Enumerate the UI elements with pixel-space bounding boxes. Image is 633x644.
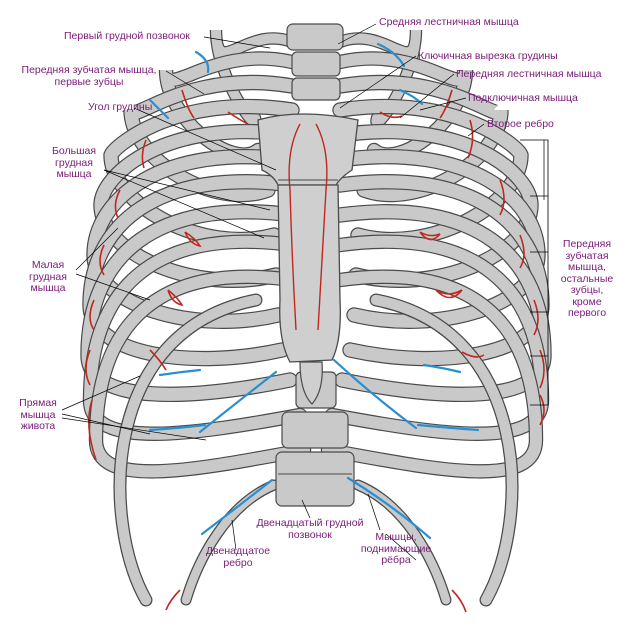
label-serratus-rest: Передняя зубчатая мышца, остальные зубцы… [560, 238, 614, 319]
red-attachment-18 [435, 289, 463, 299]
label-anterior-scalene: Передняя лестничная мышца [456, 68, 602, 80]
leader-line-18 [231, 519, 237, 551]
red-attachment-9 [89, 299, 95, 331]
leader-line-15 [61, 413, 151, 435]
red-attachment-2 [439, 89, 453, 119]
leader-line-19 [367, 493, 381, 531]
leader-line-17 [301, 499, 311, 519]
blue-attachment-11 [200, 478, 274, 536]
blue-attachment-7 [148, 423, 207, 432]
label-sternal-angle: Угол грудины [88, 101, 153, 113]
blue-attachment-9 [198, 370, 278, 434]
leader-line-4 [165, 70, 205, 95]
red-attachment-10 [533, 299, 539, 336]
leader-line-3 [339, 55, 417, 109]
label-middle-scalene: Средняя лестничная мышца [379, 16, 519, 28]
red-attachment-20 [461, 351, 485, 358]
rib-4-left [333, 100, 528, 246]
leader-line-7 [133, 107, 277, 171]
manubrium [257, 113, 359, 186]
leader-line-6 [419, 97, 467, 111]
rib-12-right [181, 480, 279, 605]
leader-line-2 [337, 23, 377, 45]
leader-line-9 [103, 169, 271, 211]
vertebra-1 [286, 23, 344, 51]
label-pectoralis-major: Большая грудная мышца [51, 145, 97, 180]
rib-11-left [370, 294, 518, 606]
leader-line-20 [385, 533, 417, 561]
red-attachment-1 [181, 89, 195, 119]
leader-line-8 [467, 123, 485, 137]
blue-attachment-1 [194, 50, 210, 74]
label-twelfth-rib: Двенадцатое ребро [205, 545, 271, 569]
blue-attachment-2 [376, 42, 406, 68]
rib-12-right-outline [180, 479, 280, 606]
sternal-body [277, 184, 341, 363]
label-serratus-first: Передняя зубчатая мышца, первые зубцы [21, 64, 157, 88]
leader-line-1 [203, 36, 271, 49]
leader-line-16 [61, 417, 207, 441]
red-attachment-16 [419, 231, 441, 241]
red-attachment-23 [227, 111, 249, 125]
blue-attachment-8 [416, 423, 480, 432]
red-attachment-21 [165, 589, 181, 611]
leader-line-13 [75, 273, 151, 301]
red-attachment-13 [88, 399, 97, 461]
red-attachment-6 [499, 179, 505, 216]
label-first-thoracic-vertebra: Первый грудной позвонок [64, 30, 190, 42]
rib-1-right [211, 29, 297, 128]
vertebra-12 [275, 451, 355, 507]
red-attachment-15 [184, 231, 202, 248]
rib-10-left [322, 270, 543, 478]
red-attachment-24 [379, 111, 403, 119]
vertebra-2 [291, 51, 341, 77]
rib-4-right [104, 100, 299, 246]
red-attachment-4 [467, 119, 474, 159]
red-attachment-22 [451, 589, 467, 613]
rib-11-right [114, 294, 262, 606]
blue-attachment-6 [422, 363, 462, 374]
label-second-rib: Второе ребро [487, 118, 554, 130]
blue-attachment-3 [148, 98, 170, 120]
red-attachment-7 [99, 244, 105, 276]
label-rectus-abdominis: Прямая мышца живота [19, 397, 57, 432]
red-attachment-19 [149, 349, 167, 371]
rib-1-left [335, 29, 421, 128]
label-subclavius: Подключичная мышца [468, 92, 578, 104]
vertebra-lower-2 [281, 411, 349, 449]
muscle-attachments [85, 42, 545, 613]
label-pectoralis-minor: Малая грудная мышца [29, 259, 67, 294]
sternal-muscle-line-right [315, 123, 328, 331]
red-attachment-12 [539, 349, 545, 389]
serratus-bracket [520, 139, 549, 406]
vertebra-3 [291, 77, 341, 101]
leader-line-5 [399, 73, 455, 119]
blue-attachment-10 [332, 358, 418, 430]
leader-line-12 [75, 227, 119, 271]
leader-lines [61, 23, 549, 561]
label-twelfth-vertebra: Двенадцатый грудной позвонок [256, 517, 364, 541]
rib-9-right [83, 235, 306, 440]
label-levatores: Мышцы, поднимающие рёбра [360, 531, 432, 566]
blue-attachment-4 [398, 88, 424, 106]
red-attachment-3 [141, 139, 147, 169]
xiphoid-process [299, 361, 323, 405]
red-attachment-17 [167, 289, 184, 307]
blue-attachment-12 [346, 476, 432, 540]
red-attachment-5 [114, 189, 121, 219]
sternum [257, 113, 359, 405]
ribs-group [80, 29, 552, 607]
red-attachment-8 [519, 234, 525, 269]
label-clavicular-notch: Ключичная вырезка грудины [418, 50, 558, 62]
leader-line-14 [61, 375, 141, 411]
sternal-muscle-line-left [288, 123, 301, 331]
leader-line-10 [103, 169, 265, 239]
rib-10-right [89, 270, 310, 478]
red-attachment-11 [85, 349, 91, 386]
red-attachment-14 [539, 394, 545, 426]
blue-attachment-5 [158, 368, 202, 377]
